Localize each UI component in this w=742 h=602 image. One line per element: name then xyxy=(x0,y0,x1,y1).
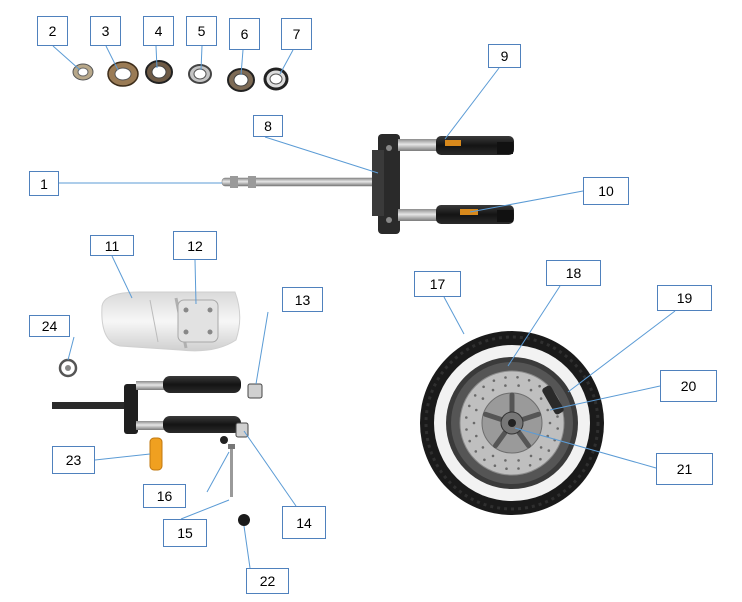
hub-spoke xyxy=(520,411,542,422)
callout-box-24: 24 xyxy=(29,315,70,337)
callout-box-21: 21 xyxy=(656,453,713,485)
disc-hole xyxy=(481,446,485,449)
callout-box-14: 14 xyxy=(282,506,326,539)
callout-box-11: 11 xyxy=(90,235,134,256)
circlip-24 xyxy=(58,358,78,378)
disc-hole xyxy=(538,384,541,388)
front-fender xyxy=(101,291,241,352)
brake-disc-holes xyxy=(465,376,559,471)
bearing-ring-5 xyxy=(188,64,212,84)
disc-hole xyxy=(548,421,552,425)
disc-hole xyxy=(483,458,486,462)
disc-hole xyxy=(468,404,471,408)
callout-box-10: 10 xyxy=(583,177,629,205)
callout-box-23: 23 xyxy=(52,446,95,474)
steering-stem xyxy=(221,176,383,188)
disc-hole xyxy=(539,397,543,400)
hub-spoke xyxy=(482,411,504,422)
disc-hole xyxy=(491,388,495,392)
disc-hole xyxy=(546,408,549,412)
disc-hole xyxy=(556,427,559,430)
disc-hole xyxy=(465,416,468,419)
callout-box-7: 7 xyxy=(281,18,312,50)
disc-hole xyxy=(493,464,497,468)
disc-hole xyxy=(475,434,478,438)
fork-leg-upper-right xyxy=(398,136,514,155)
callout-box-5: 5 xyxy=(186,16,217,46)
callout-box-12: 12 xyxy=(173,231,217,260)
callout-box-2: 2 xyxy=(37,16,68,46)
disc-hole xyxy=(539,457,542,461)
front-wheel xyxy=(420,331,604,515)
fork-leg-lower-right xyxy=(398,205,514,224)
bearing-ring-4 xyxy=(145,60,173,84)
disc-hole xyxy=(475,408,478,412)
disc-hole xyxy=(527,379,531,382)
bearing-ring-6 xyxy=(227,68,255,92)
callout-box-8: 8 xyxy=(253,115,283,137)
disc-hole xyxy=(465,428,468,431)
disc-hole xyxy=(472,421,476,425)
disc-hole xyxy=(473,394,477,397)
axle-15 xyxy=(228,444,235,497)
disc-hole xyxy=(517,467,520,470)
callout-box-19: 19 xyxy=(657,285,712,311)
reflector-23 xyxy=(149,437,163,471)
hub-spokes xyxy=(482,392,542,449)
bearing-ring-3 xyxy=(107,61,139,87)
disc-hole xyxy=(529,454,533,458)
disc-hole xyxy=(504,384,507,387)
hub-spoke xyxy=(493,430,508,449)
disc-hole xyxy=(505,467,508,471)
disc-hole xyxy=(482,385,485,389)
disc-hole xyxy=(468,439,472,443)
spacer-14 xyxy=(235,422,249,438)
spacer-13 xyxy=(247,383,263,399)
disc-hole xyxy=(517,384,520,387)
disc-hole xyxy=(491,454,495,458)
nut-22 xyxy=(238,514,250,526)
disc-hole xyxy=(517,459,520,462)
callout-box-22: 22 xyxy=(246,568,289,594)
callout-box-3: 3 xyxy=(90,16,121,46)
leader-lines xyxy=(52,45,676,569)
washer-16 xyxy=(220,436,228,444)
disc-hole xyxy=(556,415,559,418)
upper-triple-clamp xyxy=(372,134,400,234)
disc-hole xyxy=(528,464,532,467)
callout-box-18: 18 xyxy=(546,260,601,286)
disc-hole xyxy=(547,449,551,452)
hub-spoke xyxy=(516,430,531,449)
callout-box-6: 6 xyxy=(229,18,260,50)
disc-hole xyxy=(481,397,485,400)
front-fork-assembly xyxy=(52,376,241,434)
callout-box-1: 1 xyxy=(29,171,59,196)
callout-box-9: 9 xyxy=(488,44,521,68)
callout-box-15: 15 xyxy=(163,519,207,547)
disc-hole xyxy=(492,379,496,383)
callout-box-16: 16 xyxy=(143,484,186,508)
callout-box-13: 13 xyxy=(282,287,323,312)
disc-hole xyxy=(504,459,507,462)
bearing-ring-7 xyxy=(263,67,289,91)
callout-box-17: 17 xyxy=(414,271,461,297)
disc-hole xyxy=(529,388,533,392)
disc-hole xyxy=(474,450,478,453)
callout-box-20: 20 xyxy=(660,370,717,402)
disc-hole xyxy=(504,376,507,379)
disc-hole xyxy=(539,446,543,449)
callout-box-4: 4 xyxy=(143,16,174,46)
disc-hole xyxy=(516,376,519,379)
